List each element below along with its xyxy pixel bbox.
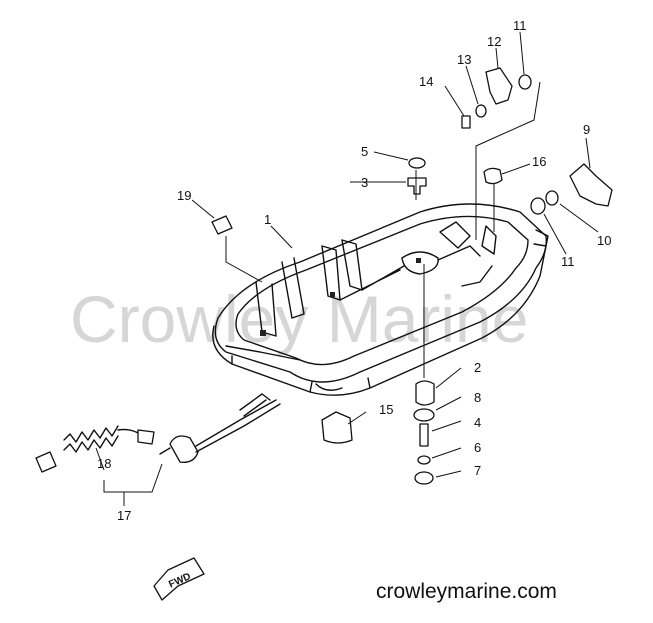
- part-7-nut: [414, 471, 434, 485]
- callout-13: 13: [457, 52, 471, 67]
- part-15-cap: [321, 411, 353, 444]
- part-16-grommet: [483, 167, 503, 185]
- part-17-stop-switch: [159, 393, 281, 463]
- callout-4: 4: [474, 415, 481, 430]
- callout-16: 16: [532, 154, 546, 169]
- part-4-bolt: [419, 423, 429, 447]
- leader-lines: [95, 31, 599, 506]
- part-14-bolt: [461, 115, 471, 129]
- callout-8: 8: [474, 390, 481, 405]
- part-6-washer: [417, 455, 431, 465]
- part-11-nut-top: [518, 74, 532, 90]
- part-2-mount: [415, 380, 435, 406]
- callout-10: 10: [597, 233, 611, 248]
- callout-15: 15: [379, 402, 393, 417]
- watermark-text: Crowley Marine: [70, 282, 528, 356]
- callout-labels: 1 2 3 4 5 6 7 8 9 10 11 11 12 13 14 15 1…: [97, 18, 611, 523]
- part-19-clip: [211, 215, 233, 235]
- callout-5: 5: [361, 144, 368, 159]
- part-3-bushing: [407, 177, 427, 195]
- callout-14: 14: [419, 74, 433, 89]
- part-5-washer: [408, 157, 426, 169]
- site-url: crowleymarine.com: [376, 580, 557, 603]
- callout-18: 18: [97, 456, 111, 471]
- callout-2: 2: [474, 360, 481, 375]
- callout-1: 1: [264, 212, 271, 227]
- callout-7: 7: [474, 463, 481, 478]
- part-12-lever: [485, 67, 513, 105]
- callout-12: 12: [487, 34, 501, 49]
- callout-6: 6: [474, 440, 481, 455]
- part-13-washer: [475, 104, 487, 118]
- callout-3: 3: [361, 175, 368, 190]
- callout-17: 17: [117, 508, 131, 523]
- part-8-washer: [413, 408, 435, 422]
- part-10-washer: [545, 190, 559, 206]
- part-18-lanyard: [35, 425, 155, 473]
- callout-11-bottom: 11: [561, 254, 575, 269]
- part-9-latch: [569, 163, 613, 207]
- callout-11-top: 11: [513, 18, 527, 33]
- fwd-arrow-icon: [153, 557, 205, 601]
- callout-9: 9: [583, 122, 590, 137]
- part-11-nut-bottom: [530, 197, 546, 215]
- callout-19: 19: [177, 188, 191, 203]
- bottom-cowling: [212, 203, 549, 396]
